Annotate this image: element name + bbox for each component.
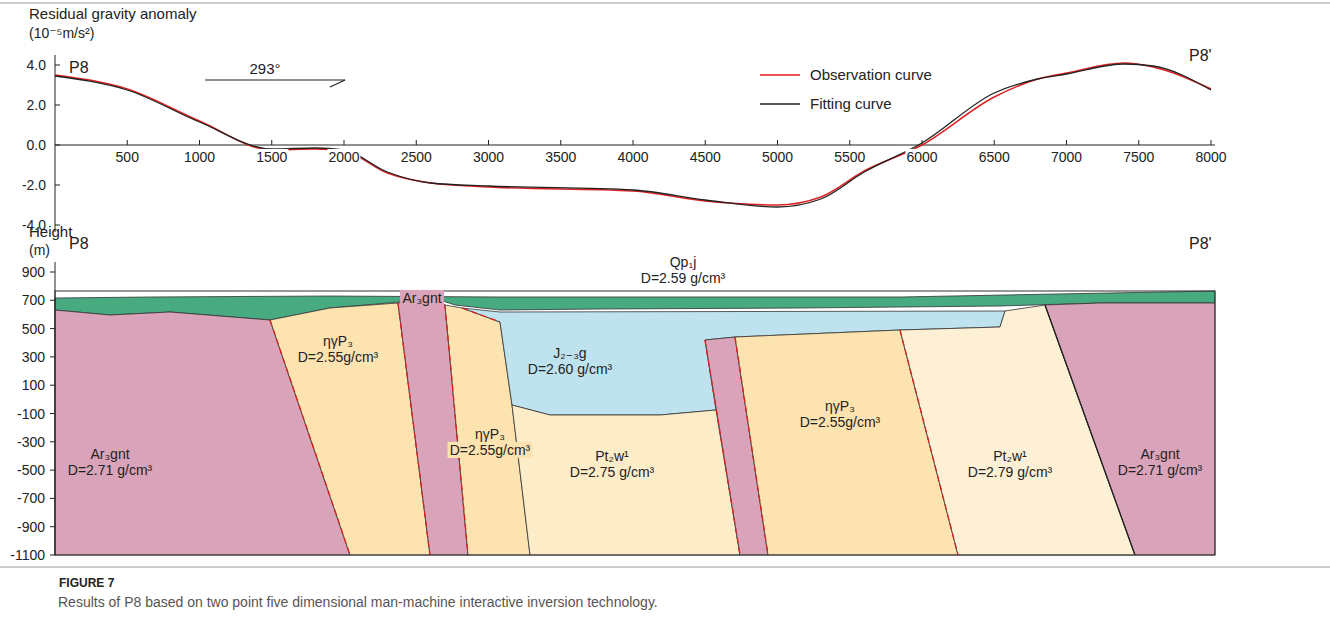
rock-unit: Ar₃gnt [399, 290, 445, 306]
section-frame [55, 291, 1215, 555]
axis-label: (m) [28, 242, 51, 258]
axis-label: P8' [1188, 235, 1213, 253]
axis-label: P8' [1188, 47, 1213, 65]
rock-unit: Ar₃gntD=2.71 g/cm³ [65, 446, 156, 478]
top-rule [0, 3, 1330, 4]
axis-label: (10⁻⁵m/s²) [28, 25, 95, 41]
unit-code: ηγP₃ [473, 426, 507, 442]
tick-label: -100 [16, 405, 46, 421]
rock-unit: ηγP₃D=2.55g/cm³ [295, 333, 382, 365]
density-label: D=2.55g/cm³ [448, 442, 533, 458]
legend-text: Observation curve [810, 66, 932, 83]
tick-label: 0.0 [26, 137, 47, 153]
figure-number: FIGURE 7 [58, 577, 115, 591]
rock-unit: ηγP₃D=2.55g/cm³ [797, 398, 884, 430]
section-units [55, 291, 1215, 555]
tick-label: 7500 [1122, 149, 1155, 165]
tick-label: 2.0 [26, 97, 47, 113]
tick-label: -2.0 [21, 177, 47, 193]
density-label: D=2.71 g/cm³ [66, 462, 154, 478]
tick-label: 2500 [400, 149, 433, 165]
legend-text: Fitting curve [810, 95, 892, 112]
tick-label: 700 [21, 292, 46, 308]
density-label: D=2.79 g/cm³ [966, 464, 1054, 480]
tick-label: 7000 [1050, 149, 1083, 165]
density-label: D=2.55g/cm³ [296, 349, 381, 365]
tick-label: 3500 [544, 149, 577, 165]
unit-code: ηγP₃ [321, 333, 355, 349]
granite-gneiss-unit [1045, 303, 1215, 555]
tick-label: 100 [21, 377, 46, 393]
rock-unit: Ar₃gntD=2.71 g/cm³ [1115, 446, 1206, 478]
rock-unit: Pt₂w¹D=2.79 g/cm³ [965, 448, 1056, 480]
axis-label: P8 [68, 235, 90, 253]
tick-label: -700 [16, 490, 46, 506]
tick-label: 6500 [978, 149, 1011, 165]
unit-code: Pt₂w¹ [991, 448, 1028, 464]
unit-code: Qp₁j [668, 254, 699, 270]
density-label: D=2.59 g/cm³ [639, 270, 727, 286]
fault-line [1045, 305, 1135, 555]
unit-code: Ar₃gnt [1138, 446, 1181, 462]
axis-label: 293° [248, 60, 281, 77]
unit-code: Ar₃gnt [400, 290, 443, 306]
unit-code: ηγP₃ [823, 398, 857, 414]
axis-label: Residual gravity anomaly [28, 5, 198, 22]
tick-label: 5500 [833, 149, 866, 165]
tick-label: 2000 [327, 149, 360, 165]
tick-label: 4500 [689, 149, 722, 165]
fitting-curve [55, 64, 1211, 207]
legend-samples [760, 75, 800, 104]
rock-unit: Pt₂w¹D=2.75 g/cm³ [567, 448, 658, 480]
proterozoic-unit [512, 405, 740, 555]
tick-label: 6000 [905, 149, 938, 165]
tick-label: 900 [21, 264, 46, 280]
density-label: D=2.71 g/cm³ [1116, 462, 1204, 478]
contact-lines [270, 303, 958, 555]
density-label: D=2.55g/cm³ [798, 414, 883, 430]
observation-curve [55, 63, 1211, 205]
unit-code: Pt₂w¹ [593, 448, 630, 464]
axis-label: P8 [68, 59, 90, 77]
tick-label: 4.0 [26, 57, 47, 73]
tick-label: 3000 [472, 149, 505, 165]
density-label: D=2.75 g/cm³ [568, 464, 656, 480]
tick-label: 500 [21, 321, 46, 337]
gravity-axes [55, 55, 1215, 555]
unit-code: Ar₃gnt [88, 446, 131, 462]
tick-label: 1000 [183, 149, 216, 165]
tick-label: 300 [21, 349, 46, 365]
unit-code: J₂₋₃g [551, 345, 588, 361]
tick-label: 1500 [255, 149, 288, 165]
figure-caption: Results of P8 based on two point five di… [58, 594, 658, 610]
axis-label: Height [28, 223, 73, 240]
tick-label: -500 [16, 462, 46, 478]
tick-label: 500 [115, 149, 140, 165]
axis-ticks [50, 65, 1211, 555]
direction-arrow [205, 80, 345, 87]
rock-unit: Qp₁jD=2.59 g/cm³ [638, 254, 729, 286]
density-label: D=2.60 g/cm³ [526, 361, 614, 377]
caption-rule [0, 567, 1330, 568]
tick-label: -900 [16, 519, 46, 535]
tick-label: 8000 [1194, 149, 1227, 165]
tick-label: -1100 [9, 547, 46, 563]
tick-label: -300 [16, 434, 46, 450]
gravity-curves [55, 63, 1211, 207]
tick-label: 4000 [616, 149, 649, 165]
rock-unit: J₂₋₃gD=2.60 g/cm³ [525, 345, 616, 377]
tick-label: 5000 [761, 149, 794, 165]
rock-unit: ηγP₃D=2.55g/cm³ [447, 426, 534, 458]
